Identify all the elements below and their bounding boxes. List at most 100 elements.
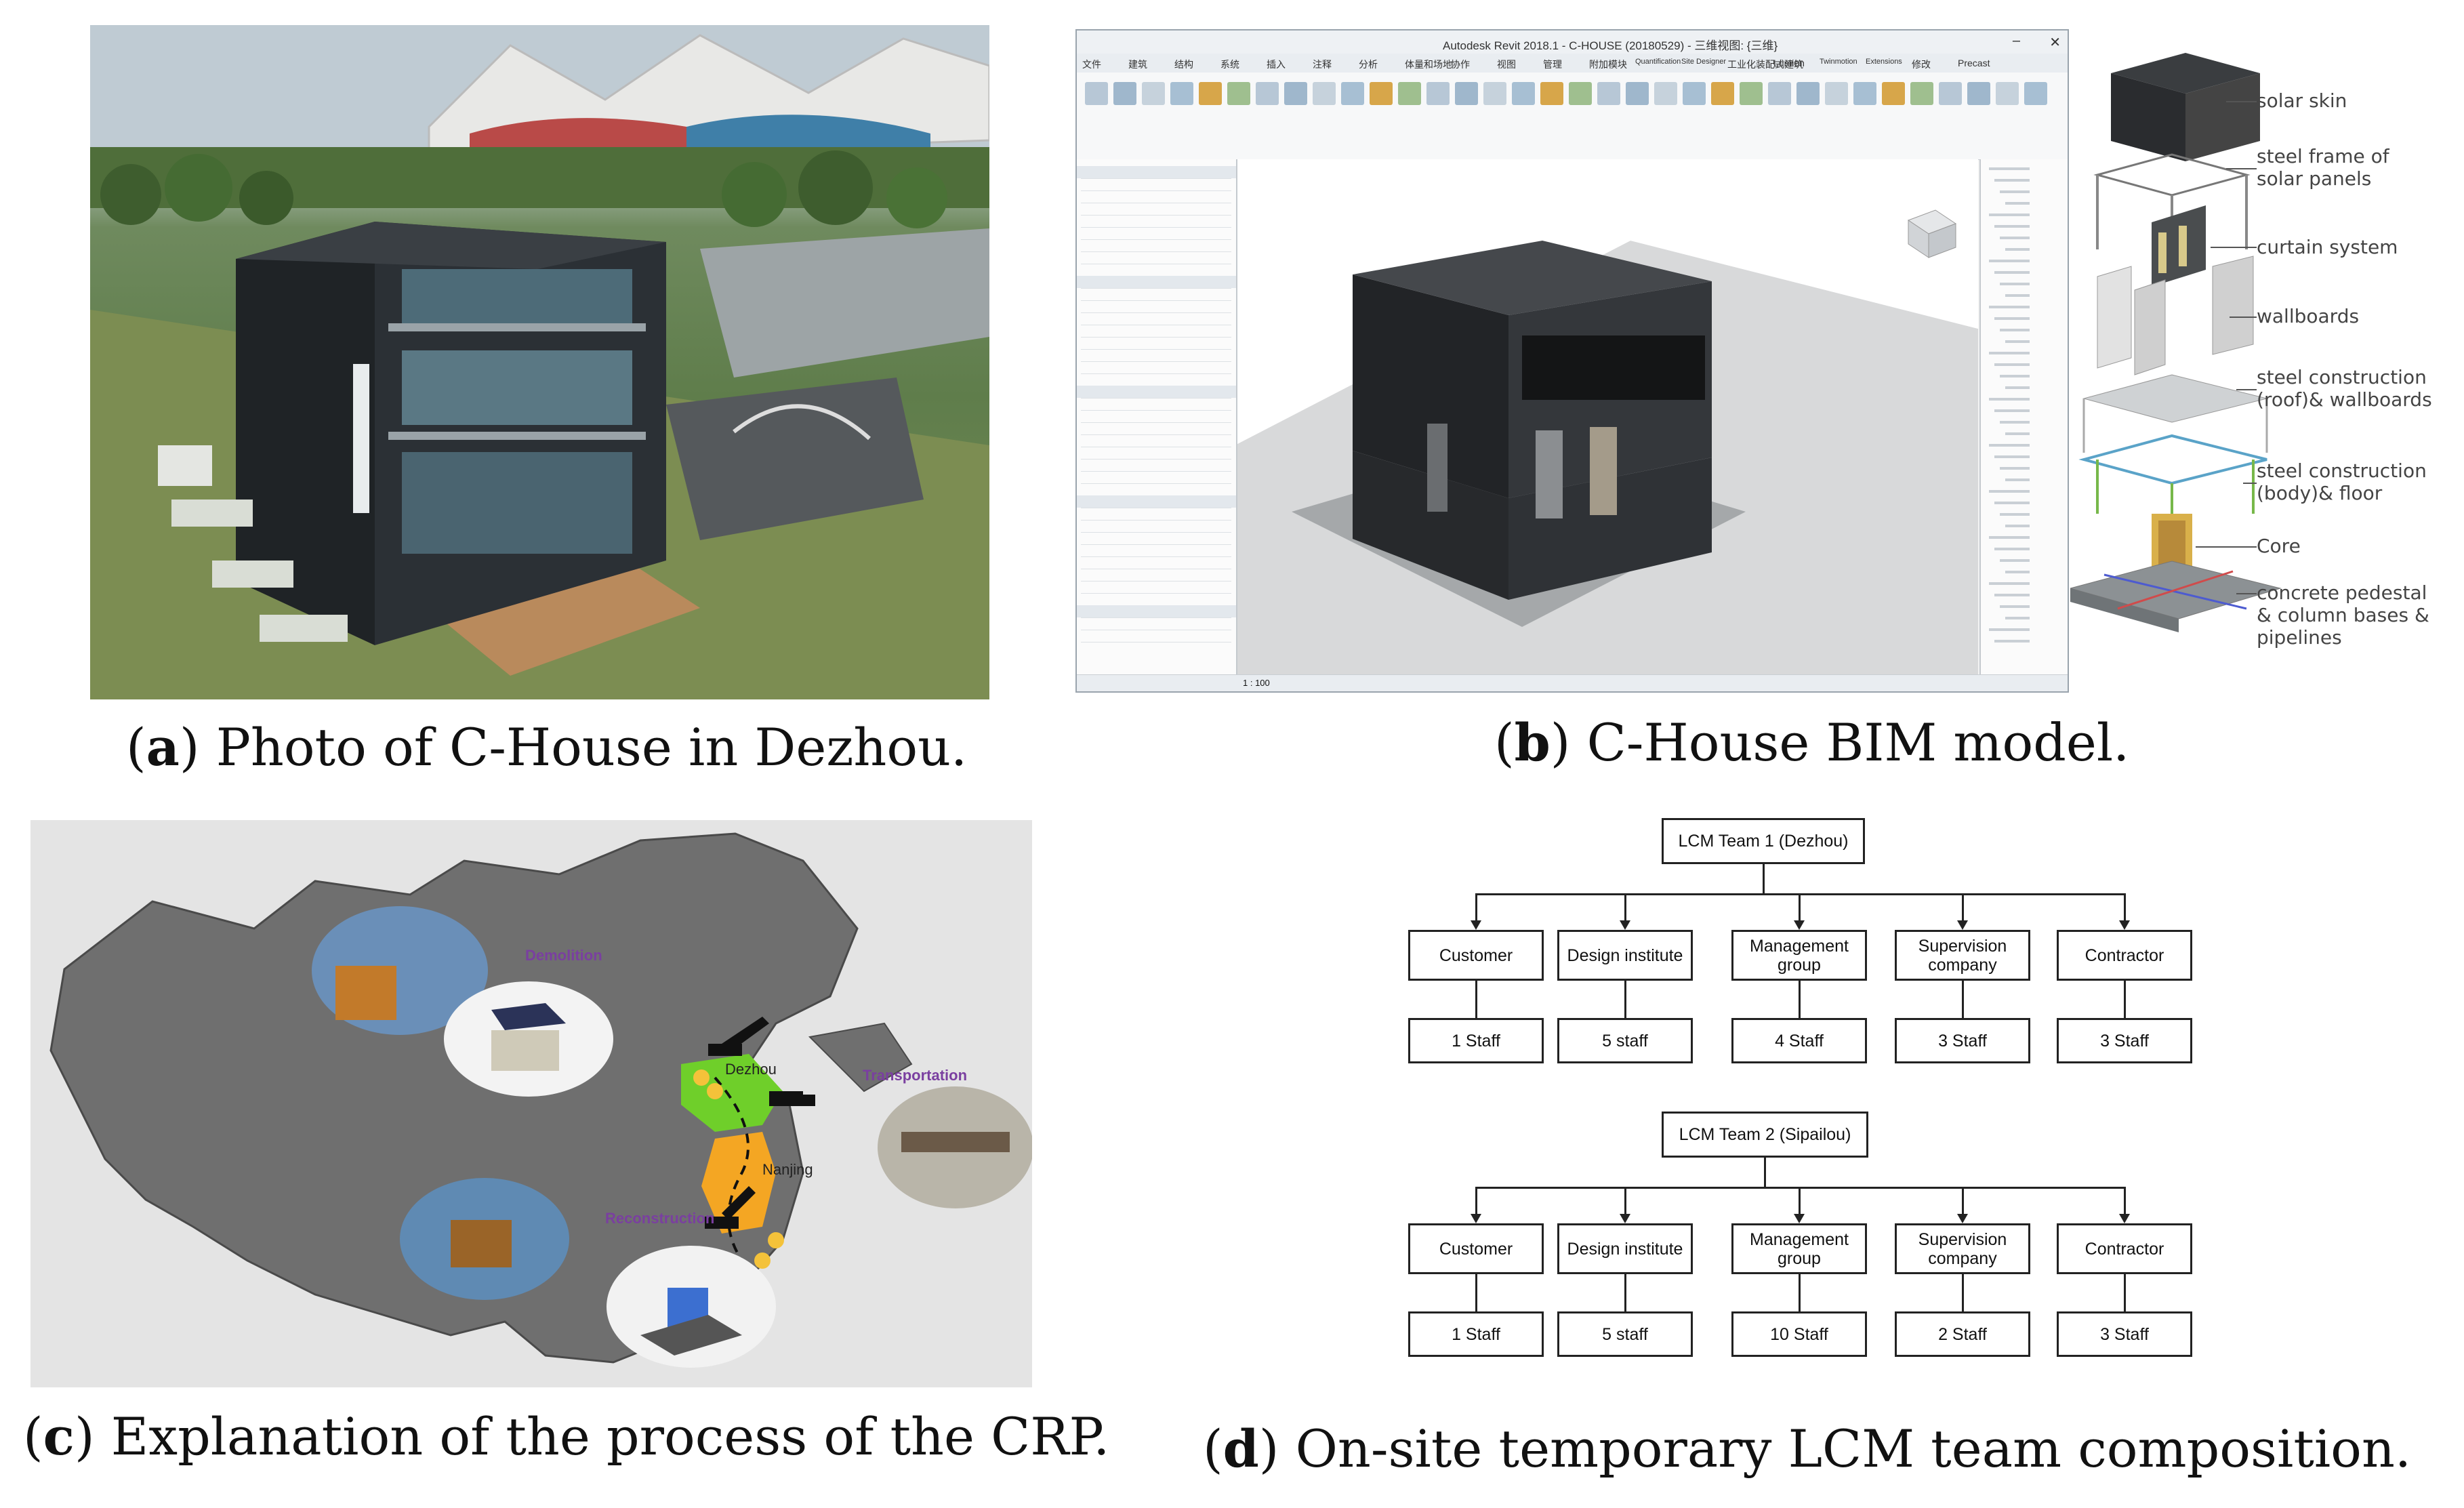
ribbon-tool-icon[interactable] — [1939, 82, 1962, 105]
browser-tree-item[interactable] — [1994, 317, 2030, 320]
menu-tab[interactable]: 协作 — [1451, 59, 1470, 70]
ribbon-tool-icon[interactable] — [1825, 82, 1848, 105]
property-row[interactable] — [1081, 337, 1231, 338]
browser-tree-item[interactable] — [1994, 594, 2030, 596]
menu-tab[interactable]: 注释 — [1313, 59, 1332, 70]
ribbon-tool-icon[interactable] — [1796, 82, 1820, 105]
property-row[interactable] — [1077, 166, 1236, 178]
property-row[interactable] — [1081, 227, 1231, 228]
browser-tree-item[interactable] — [1989, 582, 2030, 585]
property-row[interactable] — [1081, 617, 1231, 618]
browser-tree-item[interactable] — [1994, 271, 2030, 274]
browser-tree-item[interactable] — [1994, 363, 2030, 366]
property-row[interactable] — [1081, 471, 1231, 472]
property-row[interactable] — [1081, 410, 1231, 411]
browser-tree-item[interactable] — [2005, 340, 2030, 343]
browser-tree-item[interactable] — [2005, 248, 2030, 251]
property-row[interactable] — [1077, 605, 1236, 617]
browser-tree-item[interactable] — [2000, 375, 2030, 378]
property-row[interactable] — [1081, 215, 1231, 216]
property-row[interactable] — [1081, 434, 1231, 435]
browser-tree-item[interactable] — [2000, 513, 2030, 516]
ribbon-tool-icon[interactable] — [1341, 82, 1364, 105]
menu-tab[interactable]: 体量和场地 — [1405, 59, 1452, 70]
property-row[interactable] — [1081, 239, 1231, 240]
ribbon-tool-icon[interactable] — [1170, 82, 1193, 105]
menu-tab[interactable]: 建筑 — [1128, 59, 1147, 70]
browser-tree-item[interactable] — [2005, 478, 2030, 481]
ribbon-tool-icon[interactable] — [1199, 82, 1222, 105]
ribbon-tool-icon[interactable] — [1540, 82, 1563, 105]
browser-tree-item[interactable] — [2000, 467, 2030, 470]
menu-tab[interactable]: 修改 — [1912, 59, 1931, 70]
menu-tab[interactable]: 附加模块 — [1589, 59, 1627, 70]
ribbon-tool-icon[interactable] — [1227, 82, 1250, 105]
property-row[interactable] — [1081, 190, 1231, 191]
browser-tree-item[interactable] — [2000, 421, 2030, 424]
browser-tree-item[interactable] — [1989, 213, 2030, 216]
property-row[interactable] — [1081, 312, 1231, 313]
ribbon-tool-icon[interactable] — [1113, 82, 1136, 105]
ribbon-tool-icon[interactable] — [1284, 82, 1307, 105]
property-row[interactable] — [1081, 361, 1231, 362]
property-row[interactable] — [1081, 642, 1231, 643]
menu-tab[interactable]: 视图 — [1497, 59, 1516, 70]
ribbon-tool-icon[interactable] — [1142, 82, 1165, 105]
property-row[interactable] — [1081, 288, 1231, 289]
menu-tab[interactable]: 工业化装配式建筑 — [1727, 59, 1803, 70]
ribbon-tool-icon[interactable] — [1882, 82, 1905, 105]
browser-tree-item[interactable] — [1989, 490, 2030, 493]
browser-tree-item[interactable] — [2000, 237, 2030, 239]
browser-tree-item[interactable] — [2005, 432, 2030, 435]
ribbon-tool-icon[interactable] — [1626, 82, 1649, 105]
browser-tree-item[interactable] — [1989, 398, 2030, 401]
browser-tree-item[interactable] — [1989, 260, 2030, 262]
property-row[interactable] — [1081, 483, 1231, 484]
property-row[interactable] — [1081, 349, 1231, 350]
property-row[interactable] — [1081, 300, 1231, 301]
browser-tree-item[interactable] — [2000, 283, 2030, 285]
property-row[interactable] — [1081, 581, 1231, 582]
browser-tree-item[interactable] — [2005, 294, 2030, 297]
browser-tree-item[interactable] — [1994, 179, 2030, 182]
browser-tree-item[interactable] — [2000, 190, 2030, 193]
property-row[interactable] — [1077, 386, 1236, 398]
menu-tab[interactable]: Quantification — [1635, 58, 1681, 66]
property-row[interactable] — [1081, 459, 1231, 460]
browser-tree-item[interactable] — [2000, 605, 2030, 608]
ribbon-tool-icon[interactable] — [1483, 82, 1506, 105]
ribbon-tool-icon[interactable] — [1370, 82, 1393, 105]
ribbon-tool-icon[interactable] — [1597, 82, 1620, 105]
revit-3d-view[interactable] — [1237, 159, 1978, 674]
browser-tree-item[interactable] — [1989, 167, 2030, 170]
menu-tab[interactable]: 结构 — [1174, 59, 1193, 70]
minimize-icon[interactable]: – — [2012, 33, 2020, 48]
ribbon-tool-icon[interactable] — [1455, 82, 1478, 105]
property-row[interactable] — [1081, 178, 1231, 179]
ribbon-tool-icon[interactable] — [1313, 82, 1336, 105]
browser-tree-item[interactable] — [1994, 502, 2030, 504]
browser-tree-item[interactable] — [2005, 386, 2030, 389]
menu-tab[interactable]: Extensions — [1866, 58, 1902, 66]
property-row[interactable] — [1081, 398, 1231, 399]
menu-tab[interactable]: 插入 — [1267, 59, 1286, 70]
property-row[interactable] — [1081, 520, 1231, 521]
close-icon[interactable]: ✕ — [2049, 35, 2061, 50]
browser-tree-item[interactable] — [2005, 617, 2030, 619]
menu-tab[interactable]: 分析 — [1359, 59, 1378, 70]
menu-tab[interactable]: Precast — [1958, 58, 1990, 68]
ribbon-tool-icon[interactable] — [1398, 82, 1421, 105]
browser-tree-item[interactable] — [1994, 455, 2030, 458]
browser-tree-item[interactable] — [1994, 640, 2030, 643]
property-row[interactable] — [1081, 532, 1231, 533]
menu-tab[interactable]: 系统 — [1220, 59, 1239, 70]
browser-tree-item[interactable] — [1989, 352, 2030, 354]
ribbon-tool-icon[interactable] — [1711, 82, 1734, 105]
property-row[interactable] — [1081, 422, 1231, 423]
ribbon-tool-icon[interactable] — [1512, 82, 1535, 105]
ribbon-tool-icon[interactable] — [1426, 82, 1450, 105]
browser-tree-item[interactable] — [2000, 559, 2030, 562]
menu-tab[interactable]: 文件 — [1082, 59, 1101, 70]
property-row[interactable] — [1081, 251, 1231, 252]
ribbon-tool-icon[interactable] — [2024, 82, 2047, 105]
